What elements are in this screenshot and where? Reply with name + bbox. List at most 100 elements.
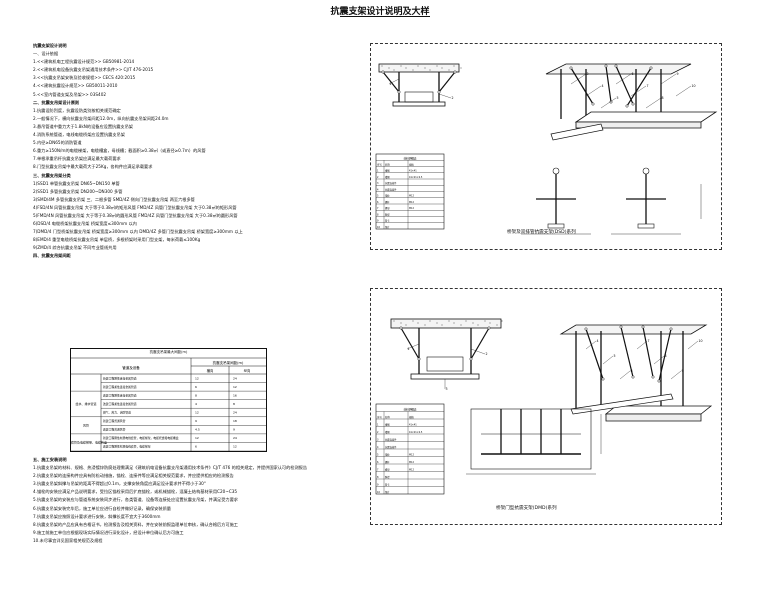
table-cell-v: 12 bbox=[233, 385, 237, 389]
channel-beam bbox=[410, 373, 480, 380]
parts-table-cell: 8 bbox=[377, 476, 379, 479]
callout-leader bbox=[585, 340, 597, 350]
parts-table-cell: 管卡 bbox=[385, 219, 390, 223]
install-note-line: 4.锚栓的安装应满足产品说明要求，受拉区锚栓采用后扩底锚栓，或机械锚栓，混凝土结… bbox=[33, 489, 238, 495]
note-line: 3.悬吊管道中重力大于1.8kN的设备应设置抗震支吊架 bbox=[33, 123, 133, 129]
parts-table-cell: 41×21×2.5 bbox=[409, 431, 423, 434]
slab-hatch bbox=[477, 324, 479, 326]
note-line: 4.<<建筑抗震设计规范>> GB50011-2010 bbox=[33, 83, 118, 89]
note-line: 5)FMD/4N 风管抗震支吊架 大于等于0.38㎡的圆形风管 FMD/4Z 风… bbox=[33, 212, 238, 218]
callout-leader bbox=[438, 93, 452, 99]
spacing-table: 抗震支吊架最大间距(m) 管道及设备抗震支吊架间距(m)横向纵向新建工程刚性连接… bbox=[70, 348, 267, 452]
parts-table-cell: 2 bbox=[377, 176, 379, 179]
table-cell-v: 16 bbox=[233, 393, 237, 397]
parts-table-cell: 8 bbox=[377, 213, 379, 216]
concrete-slab bbox=[390, 318, 502, 329]
parts-table-header: 名称 bbox=[385, 415, 390, 419]
parts-table-header: 名称 bbox=[385, 162, 390, 166]
tray-body bbox=[574, 111, 718, 123]
install-note-line: 5.抗震支吊架的安装应与管道系统安装同步进行，各类管道、设备等连接处应设置抗震支… bbox=[33, 497, 238, 503]
table-header-item: 管道及设备 bbox=[122, 365, 140, 370]
note-line: 1.抗震设防烈度，抗震设防类别按相关规范确定 bbox=[33, 107, 121, 113]
brace-joint bbox=[487, 326, 491, 330]
table-cell-h: 6 bbox=[195, 385, 197, 389]
parts-table-cell: 3 bbox=[377, 438, 379, 441]
slab-hatch bbox=[424, 67, 426, 69]
callout-leader bbox=[670, 370, 682, 380]
callout-leader bbox=[630, 85, 647, 97]
table-cell-v: 24 bbox=[233, 376, 237, 380]
table-cell-h: 9 bbox=[195, 419, 197, 423]
table-header-h: 横向 bbox=[207, 368, 214, 373]
callout-number: 4 bbox=[597, 339, 599, 343]
table-cell-h: 6 bbox=[195, 445, 197, 449]
note-line: 7.单根承重吊杆抗震支吊架应满足最大载荷要求 bbox=[33, 156, 121, 162]
table-cell-item: 改建工程柔性连接金属管道 bbox=[103, 402, 137, 406]
slab-hatch bbox=[429, 320, 431, 322]
note-line: 2.一般情况下，横向抗震支吊架间距12.0m，纵向抗震支吊架间距24.0m bbox=[33, 115, 169, 121]
brace-joint bbox=[569, 66, 573, 70]
parts-table-header: 规格 bbox=[409, 162, 414, 166]
callout-leader bbox=[619, 370, 631, 380]
parts-table-header: 规格 bbox=[409, 415, 414, 419]
callout-leader bbox=[636, 340, 648, 350]
slab-hatch bbox=[472, 322, 474, 324]
callout-leader bbox=[570, 73, 587, 85]
note-line: 8)EMD/4 重型电缆桥架抗震支吊架 单层桥，多根桥架时采用门型支架，每米荷载… bbox=[33, 237, 201, 243]
install-note-line: 7.抗震支吊架应按照设计要求进行安装，斜撑长度不宜大于3600mm bbox=[33, 513, 161, 519]
seismic-brace bbox=[382, 71, 400, 93]
callout-number: 9 bbox=[677, 72, 679, 76]
install-note-line: 10.未尽事宜详见国家相关规范及规程 bbox=[33, 537, 103, 543]
table-cell-item: 燃气、热力、消防管道 bbox=[103, 411, 131, 415]
parts-table-cell: M12 bbox=[409, 461, 414, 464]
table-header-spacing: 抗震支吊架间距(m) bbox=[213, 360, 244, 365]
slab-hatch bbox=[412, 320, 414, 322]
slab-hatch bbox=[448, 320, 450, 322]
slab-hatch bbox=[460, 67, 462, 69]
slab-hatch bbox=[405, 67, 407, 69]
slab-hatch bbox=[465, 320, 467, 322]
parts-table-cell: M12 bbox=[409, 195, 414, 198]
slab-hatch bbox=[417, 65, 419, 67]
note-line: 4.消防系统管道，电线电缆桥架应设置抗震支吊架 bbox=[33, 132, 125, 138]
brace-joint bbox=[625, 104, 629, 108]
note-line: 一、设计依据 bbox=[33, 51, 59, 57]
drawing-title: 抗震支架设计说明及大样 bbox=[330, 7, 430, 17]
callout-number: 2 bbox=[452, 96, 454, 100]
note-line: 5.内径≥DN65的消防管道 bbox=[33, 140, 82, 146]
brace-joint bbox=[417, 357, 421, 361]
brace-joint bbox=[604, 64, 608, 68]
brace-joint bbox=[397, 90, 401, 94]
table-cell-item: 新建工程柔性连接金属管道 bbox=[103, 385, 137, 389]
slab-hatch bbox=[424, 324, 426, 326]
parts-table-cell: M12 bbox=[409, 468, 414, 471]
brace-joint bbox=[614, 64, 618, 68]
slab-hatch bbox=[429, 69, 431, 71]
parts-table-cell: 7 bbox=[377, 468, 379, 471]
note-line: 4)FSD/4N 风管抗震支吊架 大于等于0.38㎡的矩形风管 FMD/4Z 风… bbox=[33, 204, 237, 210]
slab-hatch bbox=[393, 69, 395, 71]
callout-number: 9 bbox=[682, 369, 684, 373]
slab-hatch bbox=[436, 322, 438, 324]
parts-table-cell: 槽钢 bbox=[385, 422, 390, 426]
parts-table-cell: 螺母 bbox=[385, 467, 390, 471]
brace-joint bbox=[399, 326, 403, 330]
parts-table-cell: 槽钢 bbox=[385, 169, 390, 173]
table-cell-v: 12 bbox=[233, 445, 237, 449]
table-cell-h: 4 bbox=[195, 402, 197, 406]
parts-table-header: 序号 bbox=[377, 162, 382, 166]
slab-hatch bbox=[496, 324, 498, 326]
callout-number: 6 bbox=[632, 72, 634, 76]
note-line: 9)ZMD/4 综合抗震支吊架 不同专业管线共用 bbox=[33, 245, 117, 251]
note-line: 抗震支架设计说明 bbox=[33, 43, 67, 48]
brace-joint bbox=[381, 70, 385, 74]
table-cell-h: 12 bbox=[195, 376, 199, 380]
parts-table-cell: 10 bbox=[377, 491, 380, 494]
note-line: 四、抗震支吊架间距 bbox=[33, 253, 71, 259]
callout-leader bbox=[602, 355, 614, 365]
parts-table-cell: 41×41 bbox=[409, 170, 417, 173]
brace-joint bbox=[641, 325, 645, 329]
